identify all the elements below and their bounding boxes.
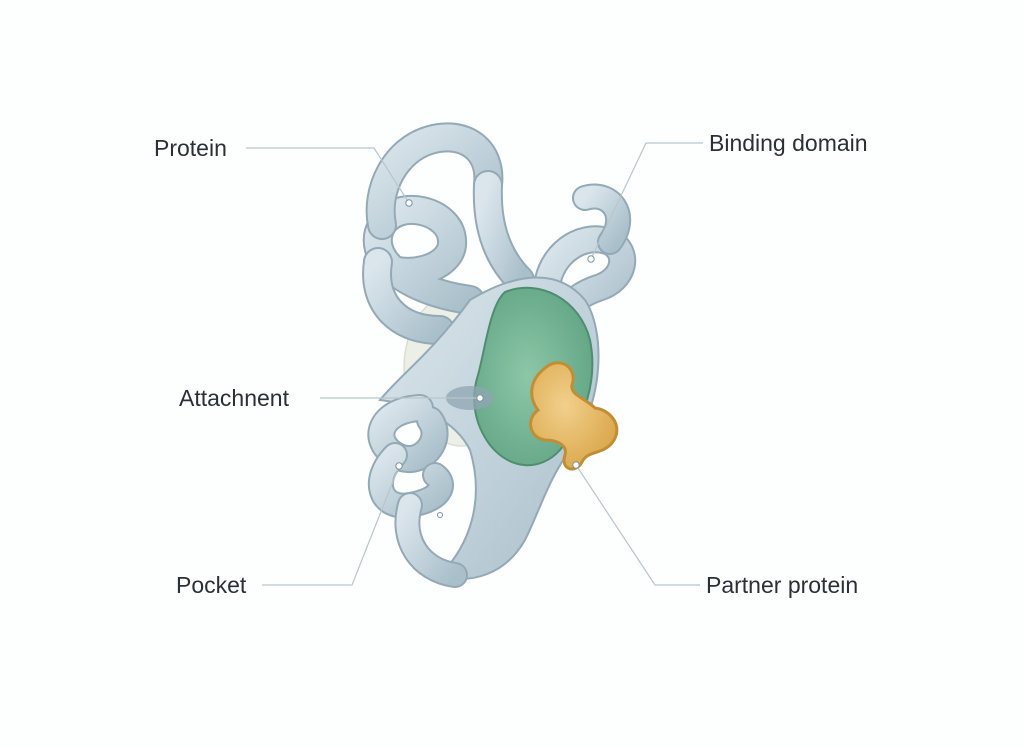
pocket-anchor-dot xyxy=(396,463,402,469)
protein-anchor-dot xyxy=(406,200,412,206)
attachment-label: Attachnent xyxy=(179,384,289,412)
partner-protein-anchor-dot xyxy=(573,462,579,468)
pocket-label: Pocket xyxy=(176,571,246,599)
protein-label: Protein xyxy=(154,134,227,162)
partner-protein-leader xyxy=(576,465,700,585)
pocket-tip-dot xyxy=(438,513,443,518)
partner-protein-label: Partner protein xyxy=(706,571,858,599)
lower-left-helix xyxy=(381,408,455,575)
binding-domain-anchor-dot xyxy=(588,256,594,262)
attachment-anchor-dot xyxy=(477,395,483,401)
binding-domain-label: Binding domain xyxy=(709,129,868,157)
